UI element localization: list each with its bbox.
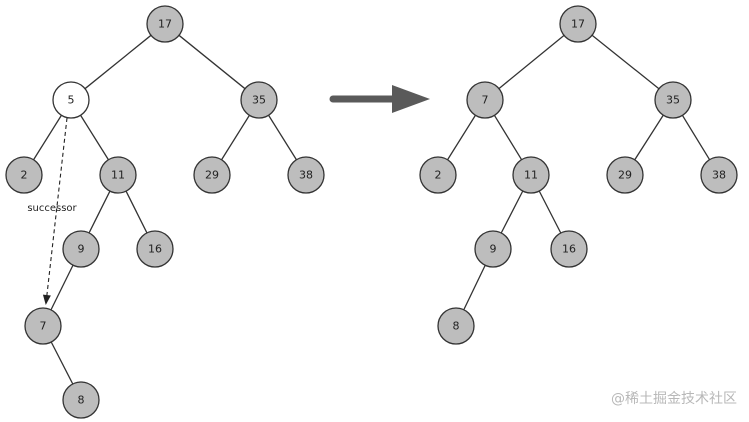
before-node-label: 5 <box>68 94 75 107</box>
before-edge-35-38 <box>268 114 297 161</box>
right-arrow-icon <box>329 85 430 113</box>
before-node-label: 35 <box>252 94 266 107</box>
before-node-9: 9 <box>62 230 100 268</box>
before-edge-11-9 <box>88 190 111 234</box>
successor-arrowhead-icon <box>42 294 51 305</box>
before-node-16: 16 <box>136 230 174 268</box>
after-tree: 17 7 35 2 11 29 38 9 16 8 <box>419 5 738 345</box>
after-node-label: 11 <box>524 169 538 182</box>
before-edge-17-5 <box>84 34 152 90</box>
watermark: @稀土掘金技术社区 <box>611 391 737 407</box>
after-edge-35-38 <box>681 115 711 160</box>
after-node-11: 11 <box>512 156 550 194</box>
before-edge-5-11 <box>80 114 109 161</box>
before-node-38: 38 <box>287 156 325 194</box>
before-node-2: 2 <box>5 156 43 194</box>
before-node-circle <box>52 81 90 119</box>
after-node-circle <box>559 5 597 43</box>
after-node-circle <box>474 230 512 268</box>
before-edge-7-8 <box>50 341 74 385</box>
before-node-circle <box>287 156 325 194</box>
before-node-label: 16 <box>148 243 162 256</box>
after-node-17: 17 <box>559 5 597 43</box>
after-node-16: 16 <box>550 230 588 268</box>
after-node-38: 38 <box>700 156 738 194</box>
after-node-2: 2 <box>419 156 457 194</box>
before-node-label: 38 <box>299 169 313 182</box>
successor-pointer: successor <box>27 117 78 305</box>
before-node-circle <box>240 81 278 119</box>
after-node-label: 9 <box>490 243 497 256</box>
before-node-label: 7 <box>40 320 47 333</box>
after-edge-35-29 <box>634 114 664 161</box>
after-node-9: 9 <box>474 230 512 268</box>
before-node-label: 29 <box>205 169 219 182</box>
after-node-circle <box>654 81 692 119</box>
after-node-label: 16 <box>562 243 576 256</box>
after-edge-9-8 <box>463 264 486 311</box>
before-node-29: 29 <box>193 156 231 194</box>
before-node-7: 7 <box>24 307 62 345</box>
after-node-circle <box>606 156 644 194</box>
after-node-label: 2 <box>435 169 442 182</box>
after-node-circle <box>512 156 550 194</box>
before-node-label: 11 <box>111 169 125 182</box>
before-node-circle <box>99 156 137 194</box>
before-node-label: 17 <box>158 18 172 31</box>
before-node-circle <box>62 230 100 268</box>
before-node-35: 35 <box>240 81 278 119</box>
before-tree: 17 5 35 2 11 29 38 9 16 7 8 <box>5 5 325 419</box>
before-node-circle <box>136 230 174 268</box>
before-edge-11-16 <box>125 190 148 234</box>
before-node-circle <box>146 5 184 43</box>
before-node-label: 8 <box>78 394 85 407</box>
after-node-circle <box>700 156 738 194</box>
after-node-label: 38 <box>712 169 726 182</box>
before-node-circle <box>193 156 231 194</box>
after-edge-11-9 <box>500 190 524 234</box>
after-node-8: 8 <box>437 307 475 345</box>
before-node-5: 5 <box>52 81 90 119</box>
after-edge-7-2 <box>447 114 476 161</box>
after-node-7: 7 <box>466 81 504 119</box>
after-edge-17-35 <box>591 34 660 90</box>
after-node-35: 35 <box>654 81 692 119</box>
after-edge-11-16 <box>538 190 562 234</box>
after-node-label: 35 <box>666 94 680 107</box>
after-node-29: 29 <box>606 156 644 194</box>
after-node-label: 29 <box>618 169 632 182</box>
before-edge-5-2 <box>33 114 62 161</box>
after-node-label: 7 <box>482 94 489 107</box>
after-edge-17-7 <box>498 34 565 90</box>
after-node-label: 8 <box>453 320 460 333</box>
before-node-circle <box>24 307 62 345</box>
after-node-circle <box>466 81 504 119</box>
before-node-circle <box>5 156 43 194</box>
after-node-circle <box>550 230 588 268</box>
successor-dashed-arrow <box>45 117 68 304</box>
after-edge-7-11 <box>493 115 523 160</box>
before-edge-35-29 <box>221 114 250 161</box>
before-node-11: 11 <box>99 156 137 194</box>
after-node-circle <box>419 156 457 194</box>
before-node-17: 17 <box>146 5 184 43</box>
before-node-circle <box>62 381 100 419</box>
before-node-label: 9 <box>78 243 85 256</box>
after-node-circle <box>437 307 475 345</box>
before-node-label: 2 <box>21 169 28 182</box>
before-edge-17-35 <box>178 34 246 90</box>
successor-label: successor <box>27 203 77 214</box>
after-node-label: 17 <box>571 18 585 31</box>
before-edge-9-7 <box>50 264 74 311</box>
before-node-8: 8 <box>62 381 100 419</box>
